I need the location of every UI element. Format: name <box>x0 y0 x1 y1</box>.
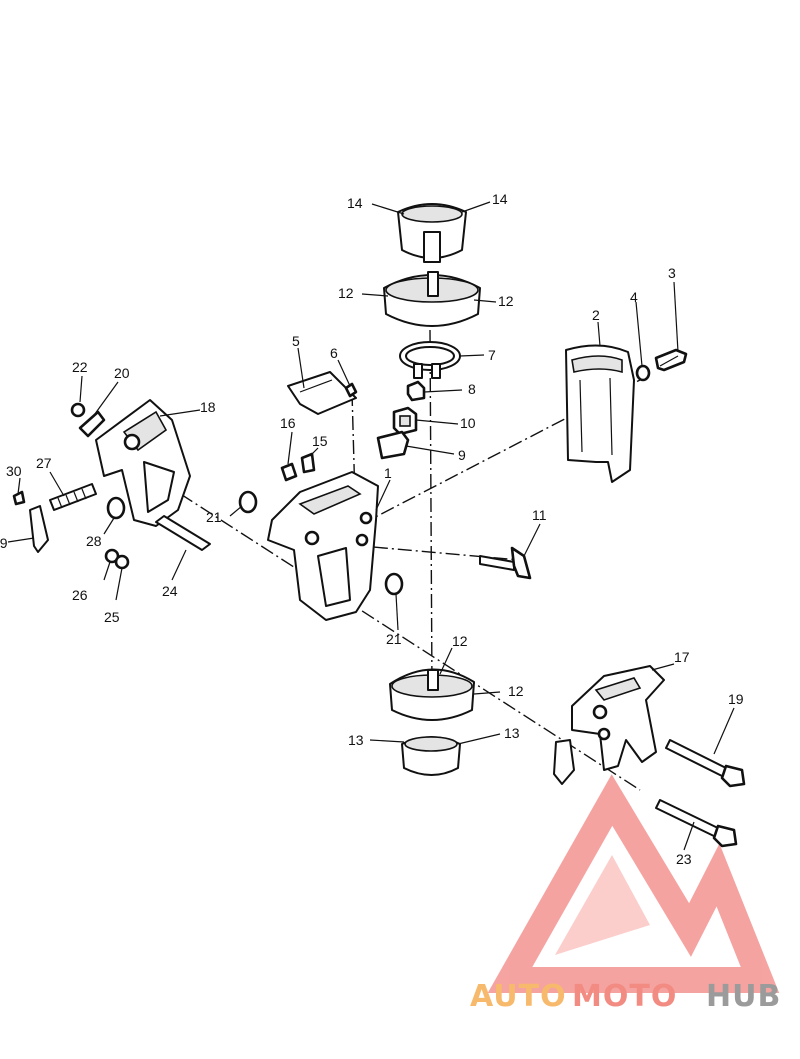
callout-label: 23 <box>676 851 692 867</box>
assembly-axes <box>119 329 641 791</box>
callout-label: 8 <box>468 381 476 397</box>
callout-label: 14 <box>492 191 508 207</box>
lower-through-bolt <box>655 799 738 848</box>
thrust-washers <box>238 490 404 596</box>
callout-label: 20 <box>114 365 130 381</box>
callout-label: 26 <box>72 587 88 603</box>
callout-label: 10 <box>460 415 476 431</box>
callout-label: 18 <box>200 399 216 415</box>
callout-label: 16 <box>280 415 296 431</box>
callout-label: 6 <box>330 345 338 361</box>
upper-through-bolt <box>665 739 746 788</box>
callout-leaders <box>7 201 735 851</box>
callout-label: 1 <box>384 465 392 481</box>
callout-label: 13 <box>348 732 364 748</box>
tilt-nut-plate <box>70 402 106 438</box>
right-clamp-bracket <box>553 665 665 785</box>
wing-bolt <box>479 546 532 580</box>
callout-label: 28 <box>86 533 102 549</box>
callout-label: 15 <box>312 433 328 449</box>
left-clamp-bracket <box>95 399 191 527</box>
callout-label: 29 <box>0 535 8 551</box>
tilt-lever <box>29 505 49 553</box>
callout-label: 11 <box>532 507 547 523</box>
callout-label: 30 <box>6 463 22 479</box>
callout-label: 2 <box>592 307 600 323</box>
callout-label: 9 <box>458 447 466 463</box>
grease-fittings <box>280 452 316 482</box>
callout-labels: 14 14 12 12 3 4 2 7 5 6 8 10 9 22 20 18 … <box>0 191 744 867</box>
callout-label: 25 <box>104 609 120 625</box>
watermark-moto-text: MOTO <box>572 979 677 1014</box>
upper-bushing-halves <box>383 271 481 327</box>
clamp-band <box>399 341 461 379</box>
watermark-auto-text: AUTO <box>470 979 567 1014</box>
watermark-logo <box>487 774 780 993</box>
tilt-pin <box>155 515 211 551</box>
callout-label: 21 <box>386 631 402 647</box>
small-screw <box>12 490 26 506</box>
callout-label: 5 <box>292 333 300 349</box>
lower-bushing <box>401 736 461 776</box>
callout-label: 13 <box>504 725 520 741</box>
callout-label: 17 <box>674 649 690 665</box>
watermark-hub-text: HUB <box>706 979 781 1014</box>
swivel-cover <box>565 344 635 483</box>
callout-label: 12 <box>508 683 524 699</box>
callout-label: 4 <box>630 289 638 305</box>
callout-label: 22 <box>72 359 88 375</box>
callout-label: 19 <box>728 691 744 707</box>
callout-label: 14 <box>347 195 363 211</box>
callout-label: 24 <box>162 583 178 599</box>
upper-bushing <box>397 203 467 263</box>
swivel-bracket <box>267 471 379 621</box>
lower-bushing-halves <box>389 668 475 721</box>
tilt-spring <box>49 483 97 511</box>
callout-label: 12 <box>452 633 468 649</box>
callout-label: 12 <box>338 285 354 301</box>
cover-fasteners <box>635 348 688 382</box>
callout-label: 27 <box>36 455 52 471</box>
callout-label: 12 <box>498 293 514 309</box>
callout-label: 21 <box>206 509 222 525</box>
callout-label: 7 <box>488 347 496 363</box>
small-blocks <box>376 380 426 460</box>
steering-plate <box>287 371 358 415</box>
left-washer <box>106 496 126 520</box>
callout-label: 3 <box>668 265 676 281</box>
